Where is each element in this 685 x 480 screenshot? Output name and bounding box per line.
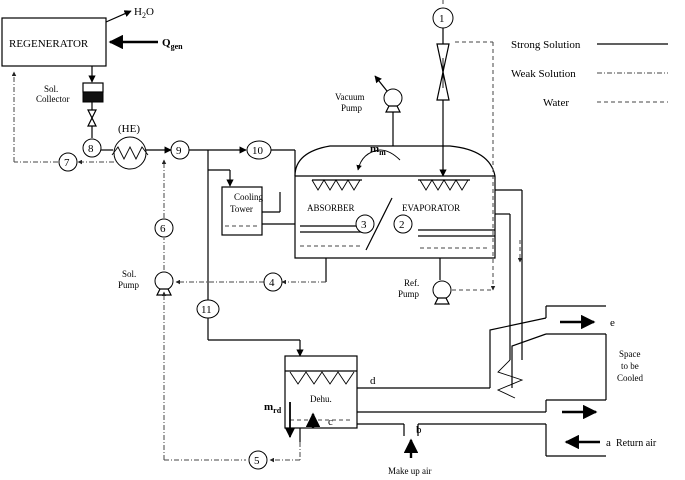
- state-point-nodes: 1 2 3 4 5 6 7 8 9 10 11: [58, 7, 454, 470]
- dehu-box: [284, 355, 358, 429]
- state-point-2: [393, 214, 413, 234]
- point-d-label: d: [370, 375, 376, 387]
- air-ducts: d b Make up air e a Return air Space to …: [357, 305, 657, 476]
- collector-valve-icon: [87, 109, 97, 127]
- ref-pump-base: [434, 297, 450, 305]
- state-point-10-label: 10: [252, 145, 264, 157]
- vacuum-pump-label-2: Pump: [341, 103, 363, 113]
- state-point-1: [432, 7, 454, 29]
- state-point-6: [154, 218, 174, 238]
- legend-strong-label: Strong Solution: [511, 39, 581, 51]
- dehu-label: Dehu.: [310, 394, 332, 404]
- state-point-10: [246, 140, 272, 160]
- point-c-label: c: [328, 416, 333, 428]
- state-point-5: [248, 450, 268, 470]
- he-coil-icon: [111, 145, 149, 161]
- cooling-tower-box: [221, 186, 263, 236]
- h2o-label: H2O: [134, 6, 154, 20]
- he-label: (HE): [118, 123, 140, 135]
- space-label-3: Cooled: [617, 373, 643, 383]
- vacuum-pump-circle: [383, 88, 403, 108]
- point-e-label: e: [610, 317, 615, 329]
- qgen-label: Qgen: [162, 37, 183, 51]
- point-b-label: b: [416, 424, 422, 436]
- state-point-3-label: 3: [361, 219, 367, 231]
- solution-collector: Sol. Collector: [36, 66, 104, 138]
- he-circle: [113, 136, 147, 170]
- state-point-3: [355, 214, 375, 234]
- state-point-9-label: 9: [176, 145, 182, 157]
- collector-label-1: Sol.: [44, 84, 58, 94]
- legend-weak-label: Weak Solution: [511, 68, 576, 80]
- heat-exchanger: (HE): [111, 123, 149, 170]
- state-point-7-label: 7: [64, 157, 70, 169]
- ct-label-2: Tower: [230, 204, 253, 214]
- legend: Strong Solution Weak Solution Water: [511, 39, 668, 109]
- vacuum-pump: Vacuum Pump: [335, 75, 403, 146]
- state-point-11-label: 11: [201, 304, 212, 316]
- state-point-4-label: 4: [269, 277, 275, 289]
- vacuum-pump-label-1: Vacuum: [335, 92, 365, 102]
- sol-pump-label-2: Pump: [118, 280, 140, 290]
- state-point-2-label: 2: [399, 219, 405, 231]
- ref-pump-label-1: Ref.: [404, 278, 419, 288]
- absorber-label: ABSORBER: [307, 203, 355, 213]
- state-point-5-label: 5: [254, 455, 260, 467]
- space-label-1: Space: [619, 349, 641, 359]
- state-point-11: [196, 299, 220, 319]
- legend-water-label: Water: [543, 97, 569, 109]
- collector-label-2: Collector: [36, 94, 70, 104]
- ref-pump-circle: [432, 280, 452, 300]
- mrd-label: mrd: [264, 401, 282, 415]
- ct-label-1: Cooling: [234, 192, 264, 202]
- state-point-7: [58, 152, 78, 172]
- dehumidifier: Dehu. c mrd: [264, 355, 358, 439]
- state-point-6-label: 6: [160, 223, 166, 235]
- vacuum-exhaust-arrow: [374, 75, 388, 92]
- vessel-shell: [294, 145, 496, 259]
- vapour-out-arrow: [105, 10, 132, 23]
- state-point-8: [82, 138, 102, 158]
- space-label-2: to be: [621, 361, 639, 371]
- state-point-9: [170, 140, 190, 160]
- cooling-tower: Cooling Tower: [221, 186, 296, 236]
- vessel-divider: [365, 197, 393, 251]
- make-up-air-label: Make up air: [388, 466, 431, 476]
- regenerator-box: [1, 17, 107, 67]
- absorber-evaporator-vessel: ABSORBER EVAPORATOR mm: [294, 143, 496, 259]
- sol-pump-label-1: Sol.: [122, 269, 136, 279]
- evaporator-label: EVAPORATOR: [402, 203, 460, 213]
- regenerator: REGENERATOR H2O Qgen: [1, 6, 183, 67]
- sol-pump-circle: [154, 271, 174, 291]
- solution-pump: Sol. Pump: [118, 269, 174, 296]
- ref-pump-label-2: Pump: [398, 289, 420, 299]
- point-a-label: a: [606, 437, 611, 449]
- state-point-8-label: 8: [88, 143, 94, 155]
- state-point-4: [263, 272, 283, 292]
- vacuum-pump-base: [385, 105, 401, 113]
- mm-label: mm: [370, 143, 386, 157]
- collector-liquid: [82, 91, 104, 103]
- state-point-1-label: 1: [439, 13, 445, 25]
- vapour-flow-arrow: [356, 149, 401, 171]
- cooling-coil-icon: [496, 359, 524, 399]
- dehu-spray-icon: [289, 371, 355, 385]
- duct-coil-left: [489, 317, 547, 388]
- regenerator-label: REGENERATOR: [9, 38, 89, 50]
- duct-coil-right: [511, 333, 547, 388]
- collector-top: [82, 82, 104, 93]
- return-air-label: Return air: [616, 438, 657, 449]
